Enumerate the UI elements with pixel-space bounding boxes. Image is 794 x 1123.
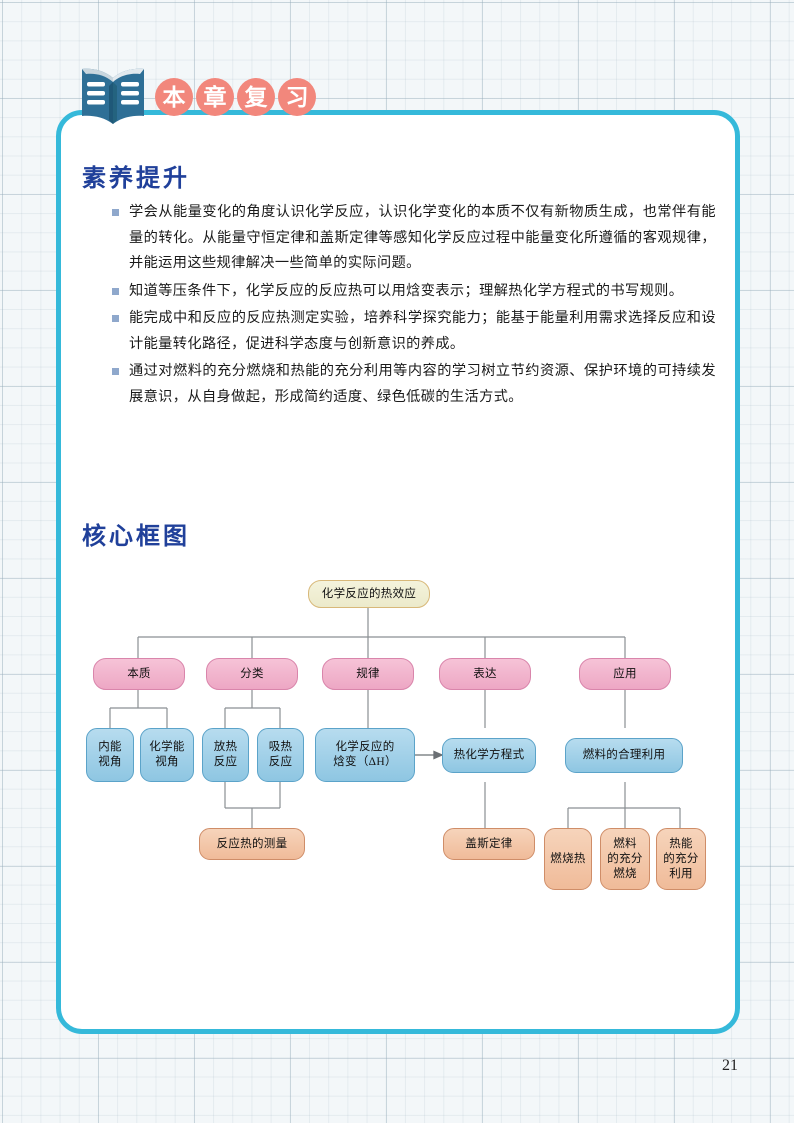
title-char-1: 本 (155, 78, 193, 116)
section-heading-competency: 素养提升 (82, 165, 190, 192)
competency-bullet-list: 学会从能量变化的角度认识化学反应，认识化学变化的本质不仅有新物质生成，也常伴有能… (112, 200, 716, 412)
diagram-node-rehuaxue-fangchengshi: 热化学方程式 (442, 738, 536, 773)
core-framework-diagram: 化学反应的热效应 本质 分类 规律 表达 应用 内能 视角 化学能 视角 放热 … (60, 560, 720, 920)
title-char-3: 复 (237, 78, 275, 116)
title-char-2: 章 (196, 78, 234, 116)
diagram-node-huaxueneng-shijiao: 化学能 视角 (140, 728, 194, 782)
diagram-node-reneng-chongfen-liyong: 热能 的充分 利用 (656, 828, 706, 890)
title-char-4: 习 (278, 78, 316, 116)
list-item: 能完成中和反应的反应热测定实验，培养科学探究能力；能基于能量利用需求选择反应和设… (112, 306, 716, 357)
diagram-node-gaisi-dinglv: 盖斯定律 (443, 828, 535, 860)
diagram-node-ranliao-heli-liyong: 燃料的合理利用 (565, 738, 683, 773)
list-item: 学会从能量变化的角度认识化学反应，认识化学变化的本质不仅有新物质生成，也常伴有能… (112, 200, 716, 277)
diagram-node-benzhi: 本质 (93, 658, 185, 690)
list-item: 知道等压条件下，化学反应的反应热可以用焓变表示；理解热化学方程式的书写规则。 (112, 279, 716, 305)
page-number: 21 (722, 1057, 738, 1074)
diagram-node-root: 化学反应的热效应 (308, 580, 430, 608)
diagram-node-biaoda: 表达 (439, 658, 531, 690)
diagram-node-fanyingre-celiang: 反应热的测量 (199, 828, 305, 860)
section-heading-framework: 核心框图 (82, 523, 190, 550)
diagram-connector-lines (109, 608, 681, 828)
diagram-node-yingyong: 应用 (579, 658, 671, 690)
diagram-node-guilv: 规律 (322, 658, 414, 690)
diagram-node-ranliao-chongfen-ranshao: 燃料 的充分 燃烧 (600, 828, 650, 890)
diagram-node-ranshaore: 燃烧热 (544, 828, 592, 890)
diagram-node-neineng-shijiao: 内能 视角 (86, 728, 134, 782)
chapter-review-header: 本 章 复 习 (74, 66, 316, 128)
diagram-node-fangre-fanying: 放热 反应 (202, 728, 249, 782)
diagram-node-fenlei: 分类 (206, 658, 298, 690)
list-item: 通过对燃料的充分燃烧和热能的充分利用等内容的学习树立节约资源、保护环境的可持续发… (112, 359, 716, 410)
diagram-node-hanbian: 化学反应的 焓变（ΔH） (315, 728, 415, 782)
open-book-icon (82, 68, 144, 124)
diagram-node-xire-fanying: 吸热 反应 (257, 728, 304, 782)
